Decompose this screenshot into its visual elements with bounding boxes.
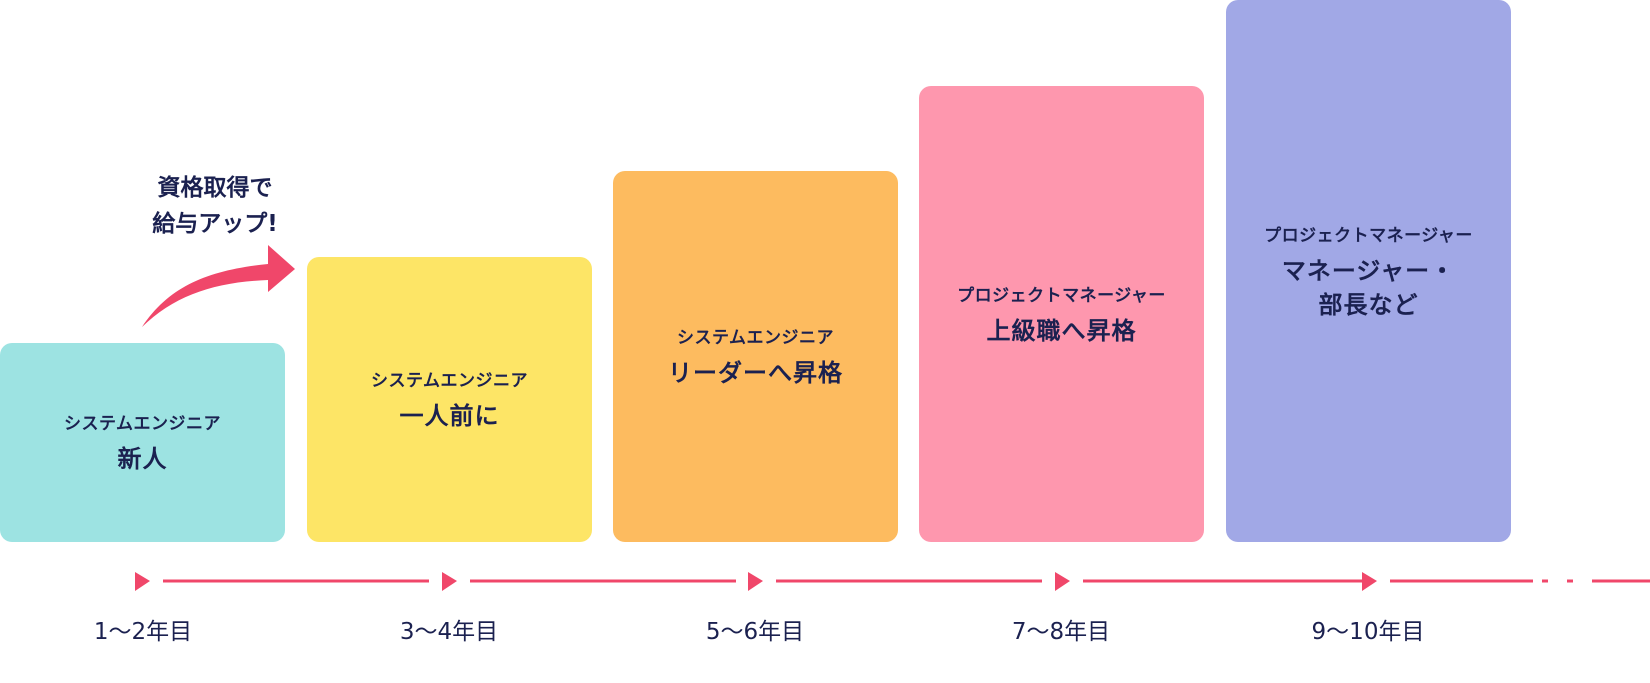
- timeline: [135, 572, 1650, 591]
- timeline-arrow-icon: [1055, 572, 1070, 591]
- salary-up-note: 資格取得で 給与アップ!: [120, 170, 310, 242]
- stage-box-2: システムエンジニア 一人前に: [307, 257, 592, 542]
- year-label-3: 5〜6年目: [705, 619, 805, 645]
- curved-arrow-icon: [142, 245, 295, 327]
- stage-title: 一人前に: [399, 402, 500, 430]
- stage-title: 上級職へ昇格: [986, 316, 1137, 345]
- timeline-arrow-icon: [1362, 572, 1377, 591]
- note-line-1: 資格取得で: [157, 175, 273, 201]
- stage-title: マネージャー・: [1281, 256, 1456, 285]
- stage-box-3: システムエンジニア リーダーへ昇格: [613, 171, 898, 542]
- stage-subtitle: システムエンジニア: [677, 328, 834, 348]
- stage-subtitle: システムエンジニア: [371, 371, 528, 391]
- stage-box-4: プロジェクトマネージャー 上級職へ昇格: [919, 86, 1204, 542]
- stage-title: 部長など: [1318, 290, 1419, 319]
- stage-title: リーダーへ昇格: [668, 359, 843, 387]
- timeline-arrow-icon: [442, 572, 457, 591]
- year-label-2: 3〜4年目: [399, 619, 499, 645]
- timeline-arrow-icon: [748, 572, 763, 591]
- stage-subtitle: プロジェクトマネージャー: [1264, 225, 1473, 246]
- stage-title: 新人: [117, 445, 168, 473]
- timeline-arrow-icon: [135, 572, 150, 591]
- note-line-2: 給与アップ!: [152, 211, 278, 237]
- stage-subtitle: プロジェクトマネージャー: [957, 285, 1166, 306]
- stage-subtitle: システムエンジニア: [64, 414, 221, 434]
- year-label-5: 9〜10年目: [1311, 619, 1425, 645]
- year-label-4: 7〜8年目: [1011, 619, 1111, 645]
- stage-box-1: システムエンジニア 新人: [0, 343, 285, 542]
- stage-box-5: プロジェクトマネージャー マネージャー・ 部長など: [1226, 0, 1511, 542]
- year-label-1: 1〜2年目: [93, 619, 193, 645]
